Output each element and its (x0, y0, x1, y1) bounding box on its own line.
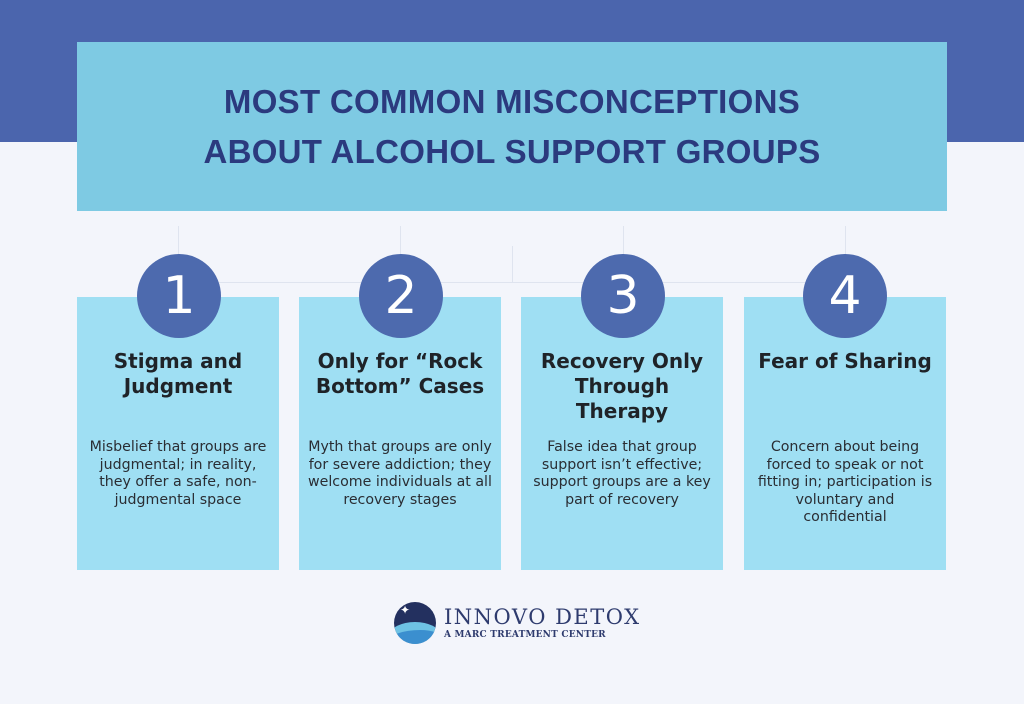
logo-subtitle: A MARC TREATMENT CENTER (444, 630, 606, 640)
card-description: Myth that groups are only for severe add… (308, 439, 492, 508)
card-description: Concern about being forced to speak or n… (757, 439, 933, 525)
card-description: False idea that group support isn’t effe… (533, 439, 711, 508)
card-title: Recovery Only Through Therapy (540, 349, 704, 423)
number-badge-1: 1 (137, 254, 221, 338)
number-badge-2: 2 (359, 254, 443, 338)
misconception-card-4: Fear of Sharing Concern about being forc… (744, 297, 946, 570)
star-icon: ✦ (400, 603, 411, 617)
misconception-card-2: Only for “Rock Bottom” Cases Myth that g… (299, 297, 501, 570)
connector-line (400, 226, 401, 266)
misconception-card-1: Stigma and Judgment Misbelief that group… (77, 297, 279, 570)
connector-line (178, 282, 846, 283)
connector-line (623, 226, 624, 266)
card-description: Misbelief that groups are judgmental; in… (89, 439, 267, 508)
connector-line (178, 226, 179, 266)
logo-name: INNOVO DETOX (444, 605, 641, 629)
card-title: Fear of Sharing (758, 349, 932, 373)
connector-line (845, 226, 846, 266)
wave-star-logo-icon: ✦ (394, 602, 436, 644)
number-badge-3: 3 (581, 254, 665, 338)
page-title-line-2: ABOUT ALCOHOL SUPPORT GROUPS (203, 132, 821, 170)
card-title: Only for “Rock Bottom” Cases (315, 349, 485, 398)
number-badge-4: 4 (803, 254, 887, 338)
brand-logo: ✦ INNOVO DETOX A MARC TREATMENT CENTER (394, 600, 641, 646)
misconception-card-3: Recovery Only Through Therapy False idea… (521, 297, 723, 570)
page-title-line-1: MOST COMMON MISCONCEPTIONS (223, 82, 801, 120)
card-title: Stigma and Judgment (113, 349, 243, 398)
title-banner: MOST COMMON MISCONCEPTIONS ABOUT ALCOHOL… (77, 42, 947, 211)
connector-line (512, 246, 513, 282)
